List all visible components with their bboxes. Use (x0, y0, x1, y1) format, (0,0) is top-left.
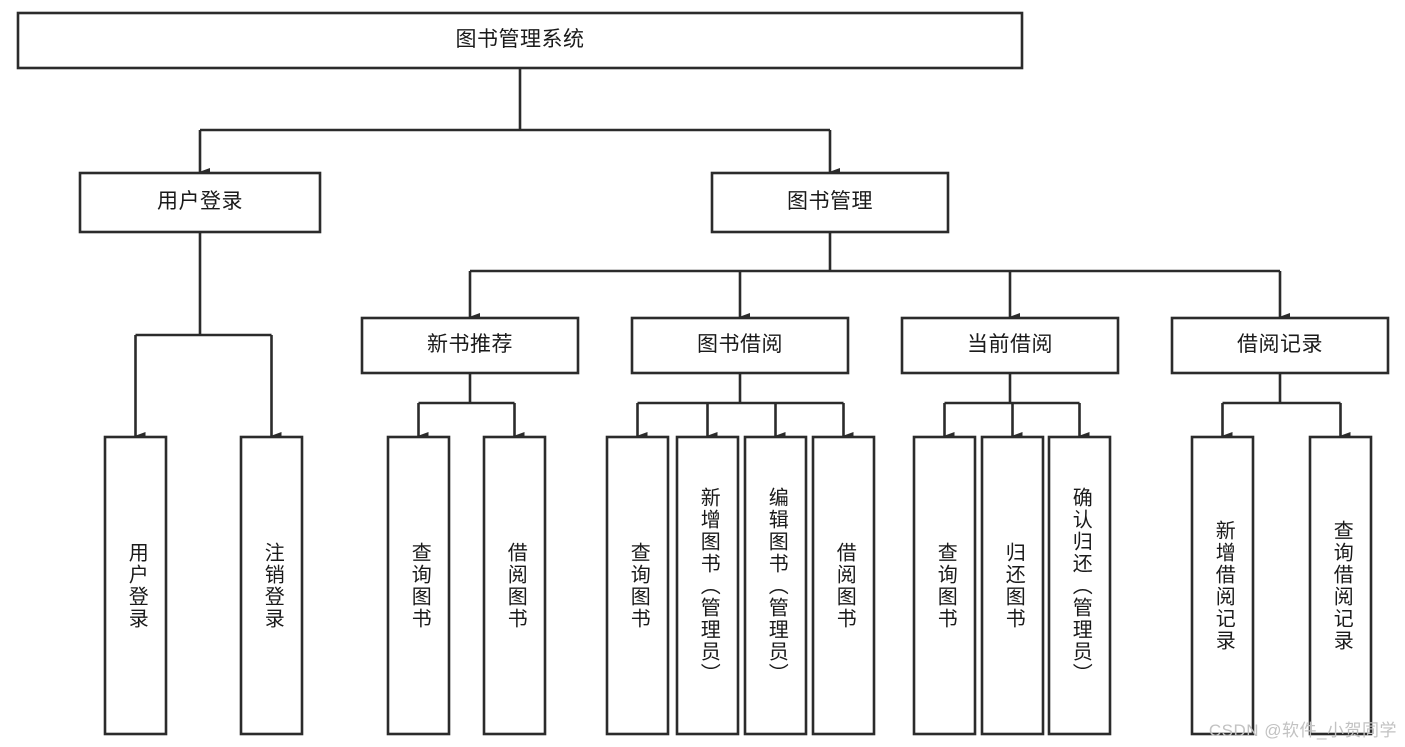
node-box-current-borrow[interactable] (900, 316, 1120, 375)
node-box-leaf-user-logout[interactable] (239, 435, 304, 736)
node-box-leaf-return-book[interactable] (980, 435, 1045, 736)
node-box-leaf-add-book[interactable] (675, 435, 740, 736)
node-box-leaf-edit-book[interactable] (743, 435, 808, 736)
node-box-leaf-borrow-book-1[interactable] (482, 435, 547, 736)
node-box-leaf-add-record[interactable] (1190, 435, 1255, 736)
node-box-book-manage[interactable] (710, 171, 950, 234)
node-box-root[interactable] (16, 11, 1024, 70)
node-box-new-book-rec[interactable] (360, 316, 580, 375)
node-box-leaf-query-book-3[interactable] (912, 435, 977, 736)
node-box-borrow-record[interactable] (1170, 316, 1390, 375)
node-layer (16, 11, 1390, 736)
node-box-leaf-query-book-1[interactable] (386, 435, 451, 736)
node-box-leaf-user-login[interactable] (103, 435, 168, 736)
connector-layer (134, 68, 1351, 440)
node-box-user-login[interactable] (78, 171, 322, 234)
watermark-text: CSDN @软件_小贺同学 (1208, 721, 1397, 740)
node-box-leaf-borrow-book-2[interactable] (811, 435, 876, 736)
node-box-book-borrow[interactable] (630, 316, 850, 375)
node-box-leaf-query-book-2[interactable] (605, 435, 670, 736)
node-box-leaf-confirm-return[interactable] (1047, 435, 1112, 736)
node-box-leaf-query-record[interactable] (1308, 435, 1373, 736)
